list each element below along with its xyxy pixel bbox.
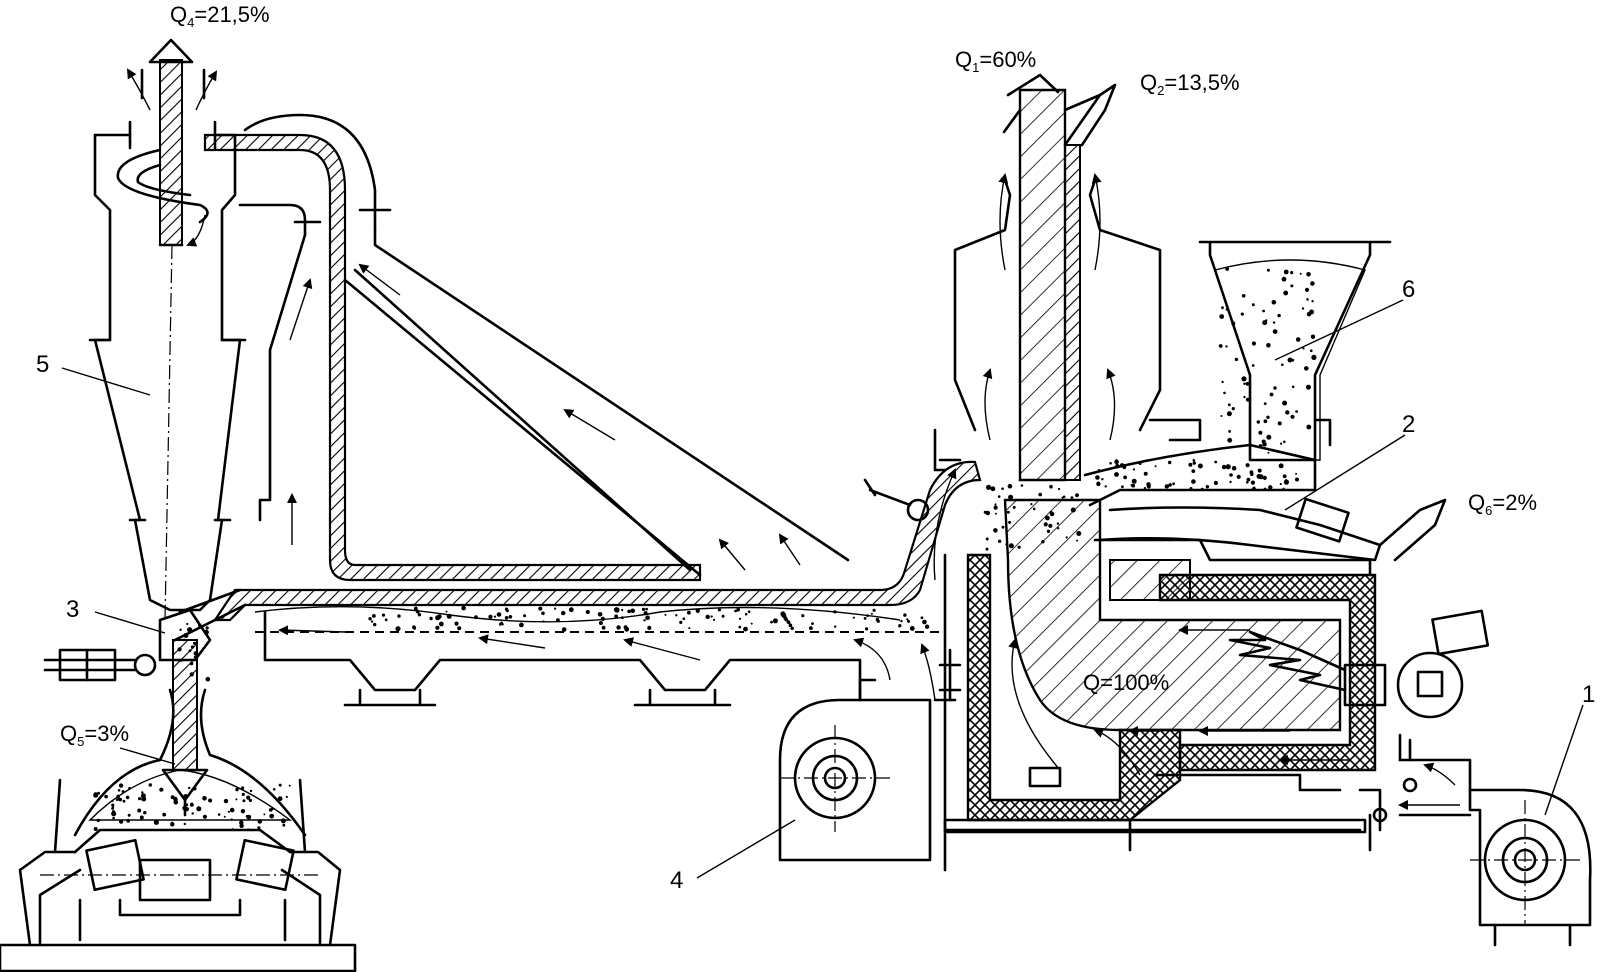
flow-labels: Q4=21,5% Q1=60% Q2=13,5% Q6=2% Q5=3% Q=1…: [60, 2, 1537, 749]
component-number-3: 3: [66, 596, 79, 623]
blower-1: [1372, 733, 1592, 947]
exhaust-stack: [953, 73, 1162, 482]
flow-label-q1: Q1=60%: [955, 47, 1036, 75]
flow-label-q6: Q6=2%: [1468, 490, 1537, 518]
particle-layer: [93, 267, 1317, 831]
fan-4: [778, 678, 957, 862]
component-number-5: 5: [36, 351, 49, 378]
discharge-pipe-q5: [161, 639, 209, 817]
left-base: [0, 778, 357, 972]
rising-duct: [203, 113, 850, 582]
hopper-6: [1083, 240, 1447, 562]
component-number-2: 2: [1402, 411, 1415, 438]
cyclone: [88, 38, 247, 621]
flow-label-q-total: Q=100%: [1083, 670, 1169, 695]
component-number-1: 1: [1582, 681, 1595, 708]
drying-channel: [173, 460, 982, 707]
component-number-4: 4: [670, 867, 683, 894]
flow-label-q5: Q5=3%: [60, 721, 129, 749]
leader-lines: [61, 299, 1584, 879]
feed-block: [43, 608, 212, 682]
component-numbers: 1 2 3 4 5 6: [36, 276, 1595, 894]
damper: [863, 428, 962, 702]
flow-label-q4: Q4=21,5%: [170, 2, 270, 30]
flow-label-q2: Q2=13,5%: [1140, 70, 1240, 98]
furnace: [938, 458, 1490, 872]
component-number-6: 6: [1402, 276, 1415, 303]
